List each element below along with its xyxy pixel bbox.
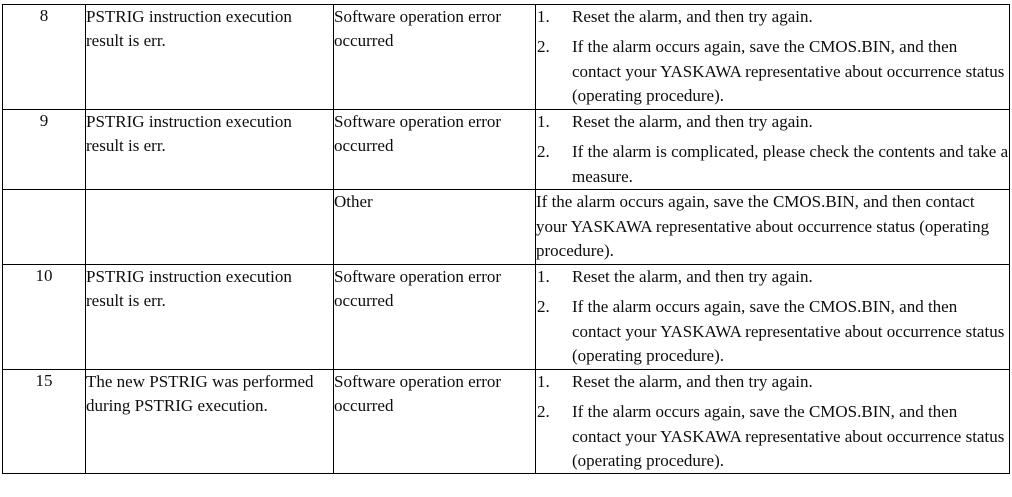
remedy-text: Reset the alarm, and then try again.: [572, 266, 813, 286]
cell-sub-cause: Software operation error occurred: [333, 263, 536, 370]
remedy-list-item: 1. Reset the alarm, and then try again.: [536, 110, 1009, 134]
remedy-list-item: 1. Reset the alarm, and then try again.: [536, 370, 1009, 394]
cell-remedy: 1. Reset the alarm, and then try again. …: [535, 108, 1010, 191]
remedy-list-item: 2. If the alarm is complicated, please c…: [536, 140, 1009, 189]
remedy-list: 1. Reset the alarm, and then try again. …: [536, 110, 1009, 189]
remedy-text: If the alarm occurs again, save the CMOS…: [572, 37, 1005, 106]
remedy-list-item: 1. Reset the alarm, and then try again.: [536, 265, 1009, 289]
cell-remedy: 1. Reset the alarm, and then try again. …: [535, 4, 1010, 110]
cell-sub-cause: Software operation error occurred: [333, 108, 536, 191]
remedy-list-item: 2. If the alarm occurs again, save the C…: [536, 35, 1009, 108]
table-body: 8 PSTRIG instruction execution result is…: [2, 4, 1010, 475]
cell-cause: PSTRIG instruction execution result is e…: [85, 4, 334, 110]
cell-cause: The new PSTRIG was performed during PSTR…: [85, 368, 334, 475]
cell-sub-cause: Other: [333, 189, 536, 265]
remedy-text: If the alarm occurs again, save the CMOS…: [572, 297, 1005, 366]
cell-sub-cause: Software operation error occurred: [333, 4, 536, 110]
remedy-list: 1. Reset the alarm, and then try again. …: [536, 265, 1009, 369]
cell-alarm-number: 8: [2, 4, 86, 110]
remedy-list: 1. Reset the alarm, and then try again. …: [536, 5, 1009, 109]
remedy-marker: 2.: [537, 142, 550, 162]
alarm-remedy-table: 8 PSTRIG instruction execution result is…: [2, 4, 1010, 475]
cell-remedy: 1. Reset the alarm, and then try again. …: [535, 263, 1010, 370]
cell-alarm-number: 10: [2, 263, 86, 370]
remedy-list: 1. Reset the alarm, and then try again. …: [536, 370, 1009, 474]
cell-cause: [85, 189, 334, 265]
remedy-text: If the alarm occurs again, save the CMOS…: [572, 402, 1005, 470]
cell-alarm-number: 9: [2, 108, 86, 191]
cell-alarm-number: 15: [2, 368, 86, 475]
table-row: 15 The new PSTRIG was performed during P…: [2, 368, 1010, 475]
remedy-text: Reset the alarm, and then try again.: [572, 111, 813, 131]
remedy-list-item: 1. Reset the alarm, and then try again.: [536, 5, 1009, 29]
table-row: 8 PSTRIG instruction execution result is…: [2, 4, 1010, 110]
remedy-marker: 2.: [537, 402, 550, 422]
cell-alarm-number: [2, 189, 86, 265]
remedy-marker: 1.: [537, 371, 550, 391]
cell-remedy: 1. Reset the alarm, and then try again. …: [535, 368, 1010, 475]
remedy-marker: 1.: [537, 111, 550, 131]
cell-cause: PSTRIG instruction execution result is e…: [85, 263, 334, 370]
remedy-text: If the alarm occurs again, save the CMOS…: [536, 192, 990, 261]
remedy-marker: 2.: [537, 297, 550, 317]
remedy-list-item: 2. If the alarm occurs again, save the C…: [536, 400, 1009, 473]
table-row: Other If the alarm occurs again, save th…: [2, 189, 1010, 265]
table-row: 10 PSTRIG instruction execution result i…: [2, 263, 1010, 370]
cell-remedy: If the alarm occurs again, save the CMOS…: [535, 189, 1010, 265]
remedy-marker: 1.: [537, 7, 550, 26]
table-row: 9 PSTRIG instruction execution result is…: [2, 108, 1010, 191]
remedy-list-item: 2. If the alarm occurs again, save the C…: [536, 295, 1009, 368]
remedy-text: Reset the alarm, and then try again.: [572, 371, 813, 391]
cell-sub-cause: Software operation error occurred: [333, 368, 536, 475]
remedy-text: If the alarm is complicated, please chec…: [572, 142, 1009, 186]
remedy-marker: 2.: [537, 37, 550, 57]
remedy-marker: 1.: [537, 266, 550, 286]
remedy-text: Reset the alarm, and then try again.: [572, 7, 813, 26]
cell-cause: PSTRIG instruction execution result is e…: [85, 108, 334, 191]
